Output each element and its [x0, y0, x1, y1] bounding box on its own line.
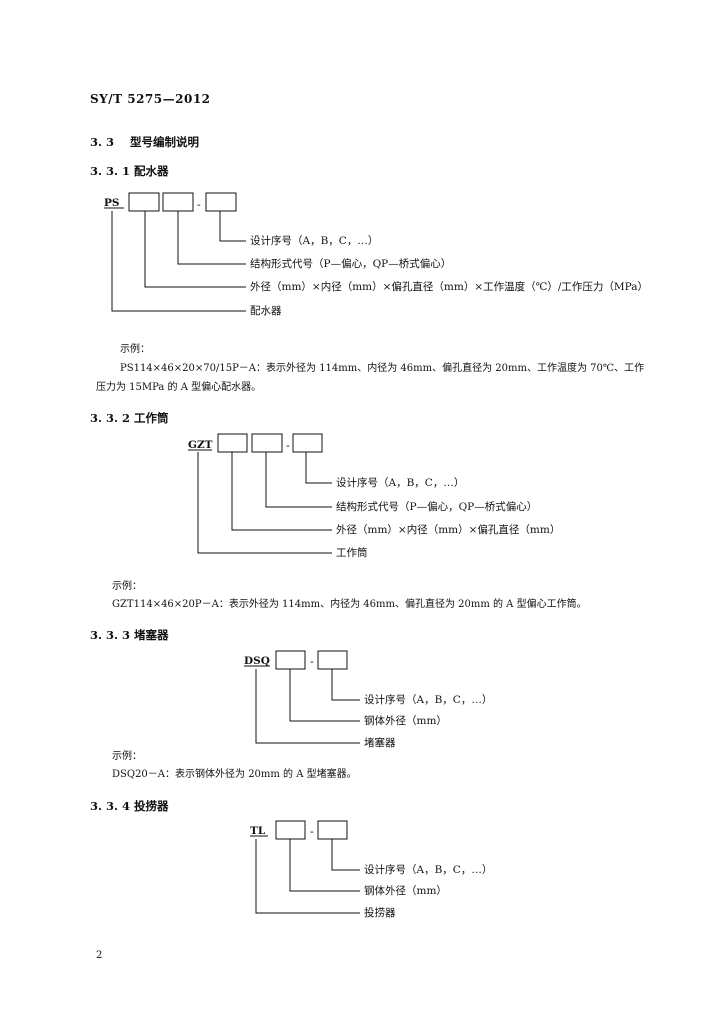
code-box — [275, 650, 306, 670]
example-text-line: DSQ20－A：表示钢体外径为 20mm 的 A 型堵塞器。 — [112, 769, 357, 780]
leader-line — [255, 669, 360, 744]
subsection-heading-2: 3. 3. 2 工作筒 — [90, 410, 169, 426]
section-number: 3. 3 — [90, 135, 115, 149]
leader-line — [219, 211, 246, 242]
example-text-line: PS114×46×20×70/15P－A：表示外径为 114mm、内径为 46m… — [120, 363, 645, 374]
model-code-tl: TL — [250, 825, 266, 837]
leader-line — [177, 211, 246, 265]
code-box — [317, 820, 348, 840]
leader-line — [255, 839, 360, 914]
model-code-dsq: DSQ — [244, 655, 270, 667]
diagram-tl — [250, 820, 360, 914]
code-box — [205, 192, 237, 212]
page-number: 2 — [96, 950, 103, 961]
example-title: 示例： — [120, 344, 150, 355]
leader-line — [111, 211, 246, 312]
code-dash: - — [310, 825, 314, 838]
diagram-dsq — [244, 650, 360, 744]
subsection-heading-4: 3. 3. 4 投捞器 — [90, 798, 169, 814]
code-dash: - — [310, 655, 314, 668]
section-title: 型号编制说明 — [130, 135, 200, 149]
code-box — [128, 192, 160, 212]
subsection-number: 3. 3. 2 — [90, 411, 131, 425]
code-dash: - — [197, 198, 201, 211]
leader-line — [289, 669, 360, 722]
subsection-number: 3. 3. 3 — [90, 628, 131, 642]
leader-line — [265, 452, 332, 508]
label-product-name: 投捞器 — [364, 907, 396, 919]
diagram-ps — [104, 192, 246, 312]
code-box — [162, 192, 194, 212]
code-box — [275, 820, 306, 840]
subsection-number: 3. 3. 1 — [90, 164, 131, 178]
example-title: 示例： — [112, 751, 142, 762]
leader-line — [331, 669, 360, 701]
leader-line — [197, 452, 332, 554]
label-design-seq: 设计序号（A，B，C，…） — [364, 694, 493, 706]
example-text-line: 压力为 15MPa 的 A 型偏心配水器。 — [96, 382, 262, 393]
diagram-gzt — [188, 433, 332, 554]
standard-number: SY/T 5275—2012 — [90, 92, 211, 106]
subsection-title: 投捞器 — [134, 799, 169, 813]
label-dimensions: 外径（mm）×内径（mm）×偏孔直径（mm） — [336, 524, 561, 536]
subsection-title: 工作筒 — [134, 411, 169, 425]
label-design-seq: 设计序号（A，B，C，…） — [364, 864, 493, 876]
example-text-line: GZT114×46×20P－A：表示外径为 114mm、内径为 46mm、偏孔直… — [112, 599, 587, 610]
label-body-diameter: 钢体外径（mm） — [364, 715, 447, 727]
subsection-number: 3. 3. 4 — [90, 799, 131, 813]
subsection-heading-3: 3. 3. 3 堵塞器 — [90, 627, 169, 643]
leader-line — [305, 452, 332, 484]
code-dash: - — [286, 439, 290, 452]
example-title: 示例： — [112, 581, 142, 592]
label-product-name: 配水器 — [250, 305, 282, 317]
leader-line — [144, 211, 246, 288]
label-product-name: 堵塞器 — [364, 737, 396, 749]
label-design-seq: 设计序号（A，B，C，…） — [250, 235, 379, 247]
leader-line — [289, 839, 360, 892]
label-product-name: 工作筒 — [336, 547, 368, 559]
label-dimensions: 外径（mm）×内径（mm）×偏孔直径（mm）×工作温度（℃）/工作压力（MPa） — [250, 281, 649, 293]
subsection-heading-1: 3. 3. 1 配水器 — [90, 163, 169, 179]
model-code-ps: PS — [104, 197, 120, 209]
leader-line — [231, 452, 332, 531]
section-heading: 3. 3 型号编制说明 — [90, 134, 199, 150]
label-structure-code: 结构形式代号（P—偏心，QP—桥式偏心） — [250, 258, 452, 270]
label-structure-code: 结构形式代号（P—偏心，QP—桥式偏心） — [336, 501, 538, 513]
label-design-seq: 设计序号（A，B，C，…） — [336, 477, 465, 489]
subsection-title: 配水器 — [134, 164, 169, 178]
code-box — [251, 433, 283, 453]
code-box — [217, 433, 248, 453]
code-box — [317, 650, 348, 670]
label-body-diameter: 钢体外径（mm） — [364, 885, 447, 897]
model-code-gzt: GZT — [188, 439, 213, 451]
subsection-title: 堵塞器 — [134, 628, 169, 642]
leader-line — [331, 839, 360, 871]
code-box — [292, 433, 323, 453]
